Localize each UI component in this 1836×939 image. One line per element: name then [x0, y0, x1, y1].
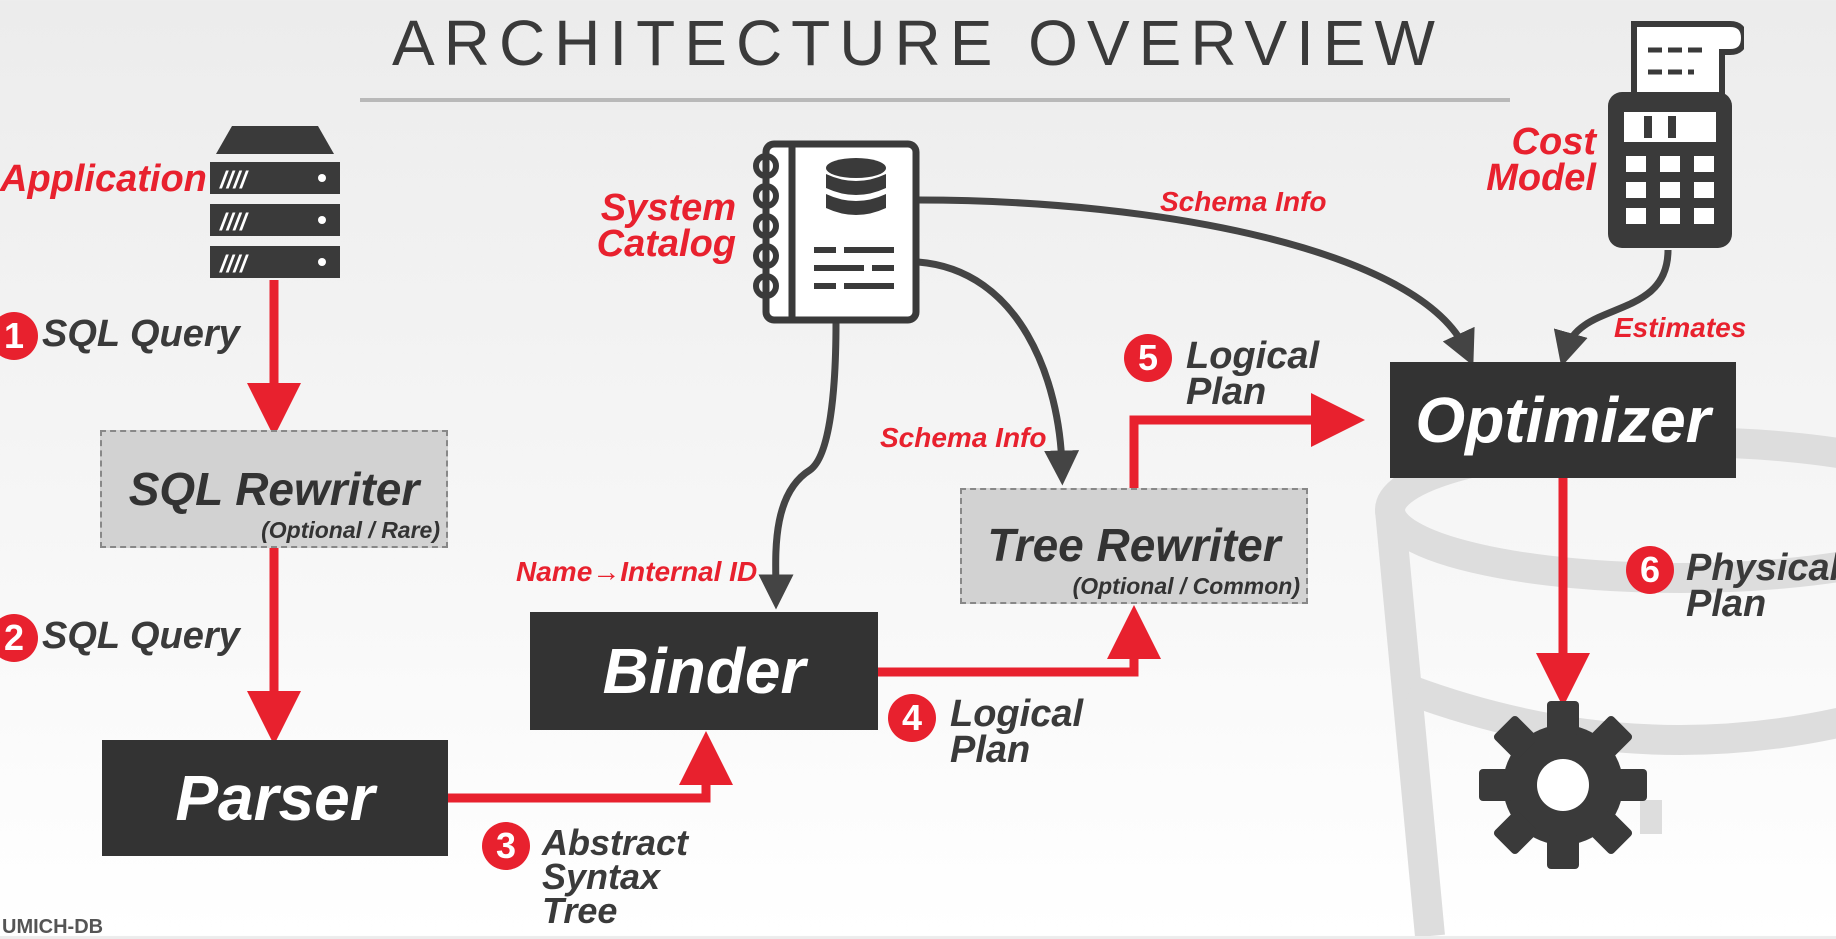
arrow-treerewriter-to-optimizer	[1129, 393, 1365, 488]
optimizer-box: Optimizer	[1390, 362, 1736, 478]
cost-model-label: Cost Model	[1486, 121, 1596, 199]
step-3-label: Abstract Syntax Tree	[542, 822, 689, 931]
name-internal-id-label: Name→Internal ID	[516, 556, 758, 587]
page-title: ARCHITECTURE OVERVIEW	[392, 7, 1444, 79]
system-catalog-label: System Catalog	[596, 187, 736, 265]
schema-info-label-mid: Schema Info	[880, 422, 1047, 453]
application-label: Application	[0, 158, 207, 200]
step-1-badge: 1	[0, 312, 38, 360]
parser-box: Parser	[102, 740, 448, 856]
binder-box: Binder	[530, 612, 878, 730]
svg-text:////: ////	[219, 167, 249, 194]
schema-info-label-top: Schema Info	[1160, 186, 1327, 217]
step-4-label: Logical Plan	[950, 693, 1084, 771]
arrow-catalog-to-binder	[758, 321, 840, 610]
step-3-badge: 3	[482, 822, 530, 870]
step-6-badge: 6	[1626, 546, 1674, 594]
arrow-binder-to-treerewriter	[876, 605, 1161, 677]
svg-text:////: ////	[219, 209, 249, 236]
arrow-catalog-to-treerewriter	[917, 258, 1080, 486]
step-6-label: Physical Plan	[1686, 547, 1836, 625]
step-5-label: Logical Plan	[1186, 335, 1320, 413]
arrow-costmodel-to-optimizer	[1553, 249, 1672, 367]
sql-rewriter-title: SQL Rewriter	[128, 463, 420, 515]
tree-rewriter-box: Tree Rewriter (Optional / Common)	[960, 488, 1308, 604]
arrow-parser-to-binder	[448, 731, 733, 803]
database-icon	[826, 158, 886, 215]
step-4-badge: 4	[888, 694, 936, 742]
step-5-badge: 5	[1124, 334, 1172, 382]
arrow-catalog-to-optimizer	[917, 196, 1475, 366]
step-2-label: SQL Query	[42, 615, 240, 657]
svg-text:////: ////	[219, 251, 249, 278]
gear-icon	[1479, 701, 1647, 869]
server-rack-icon: //// //// ////	[210, 126, 340, 278]
sql-rewriter-box: SQL Rewriter (Optional / Rare)	[100, 430, 448, 548]
estimates-label: Estimates	[1614, 312, 1747, 343]
tree-rewriter-title: Tree Rewriter	[987, 519, 1281, 571]
tree-rewriter-note: (Optional / Common)	[1072, 573, 1300, 599]
step-1-label: SQL Query	[42, 313, 240, 355]
calculator-icon	[1608, 21, 1744, 248]
step-2-badge: 2	[0, 614, 38, 662]
catalog-book-icon	[753, 140, 920, 324]
sql-rewriter-note: (Optional / Rare)	[261, 517, 440, 543]
title-divider	[360, 98, 1510, 102]
footer-logo-text: UMICH-DB	[2, 916, 104, 938]
